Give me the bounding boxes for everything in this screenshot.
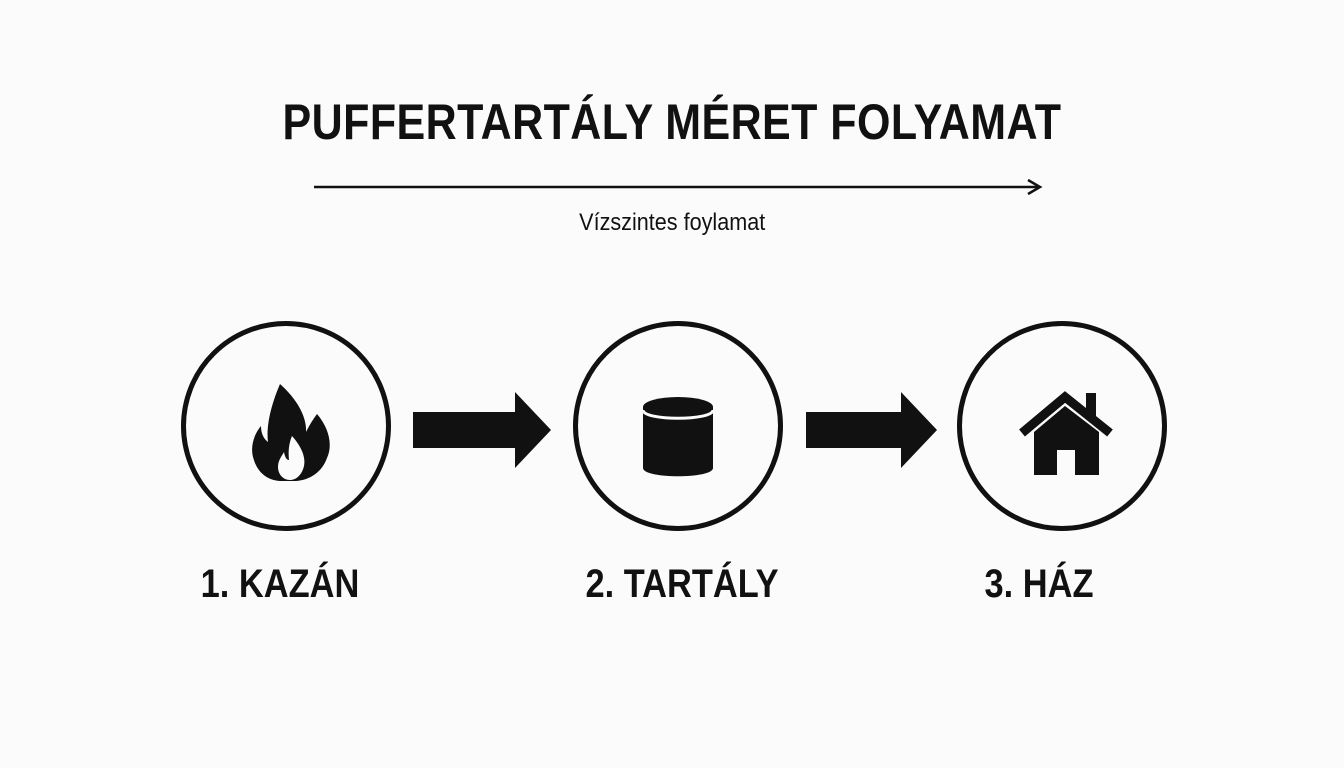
step-circle-tank (573, 321, 783, 531)
flame-icon (252, 384, 330, 481)
step-circle-boiler (181, 321, 391, 531)
direction-arrow (314, 178, 1043, 196)
house-icon (1019, 391, 1113, 475)
step-circle-house (957, 321, 1167, 531)
diagram-subtitle: Vízszintes foylamat (579, 209, 766, 236)
diagram-title: PUFFERTARTÁLY MÉRET FOLYAMAT (282, 94, 1062, 150)
step-label-tank: 2. TARTÁLY (585, 562, 779, 606)
step-label-boiler: 1. KAZÁN (200, 562, 360, 606)
flow-arrow-1 (413, 392, 551, 468)
cylinder-tank-icon (641, 397, 715, 477)
step-label-house: 3. HÁZ (984, 562, 1094, 606)
flow-arrow-2 (806, 392, 937, 468)
